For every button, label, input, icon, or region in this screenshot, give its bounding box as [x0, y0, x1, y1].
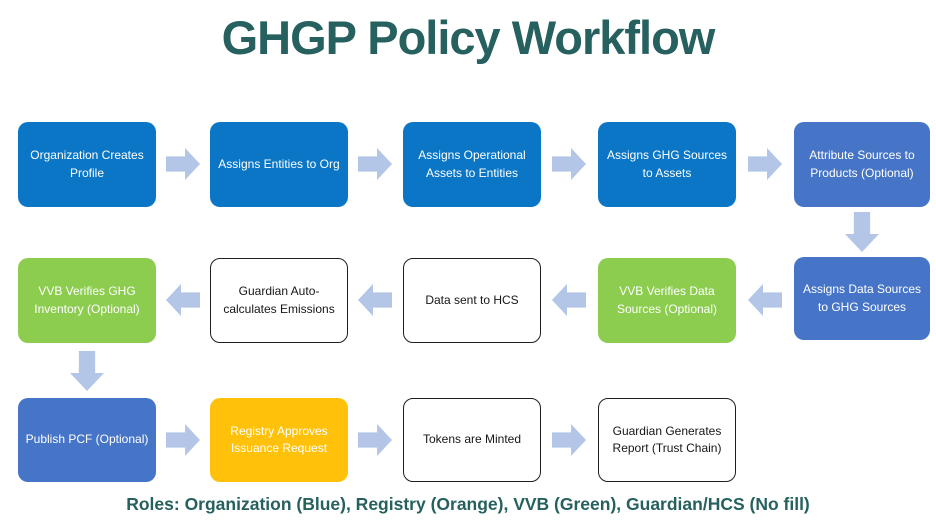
arrow-right-icon — [552, 148, 586, 180]
step-assigns-data-sources: Assigns Data Sources to GHG Sources — [794, 257, 930, 340]
step-organization-creates-profile: Organization Creates Profile — [18, 122, 156, 207]
arrow-down-icon — [845, 212, 879, 252]
step-vvb-verifies-ghg-inventory: VVB Verifies GHG Inventory (Optional) — [18, 258, 156, 343]
arrow-right-icon — [748, 148, 782, 180]
arrow-down-icon — [70, 351, 104, 391]
step-guardian-auto-calculates: Guardian Auto-calculates Emissions — [210, 258, 348, 343]
arrow-left-icon — [552, 284, 586, 316]
step-publish-pcf: Publish PCF (Optional) — [18, 398, 156, 482]
step-guardian-generates-report: Guardian Generates Report (Trust Chain) — [598, 398, 736, 482]
arrow-right-icon — [166, 424, 200, 456]
roles-legend: Roles: Organization (Blue), Registry (Or… — [126, 494, 810, 514]
step-assigns-entities-to-org: Assigns Entities to Org — [210, 122, 348, 207]
step-assigns-ghg-sources: Assigns GHG Sources to Assets — [598, 122, 736, 207]
arrow-left-icon — [358, 284, 392, 316]
page-title: GHGP Policy Workflow — [221, 11, 716, 64]
step-attribute-sources-to-products: Attribute Sources to Products (Optional) — [794, 122, 930, 207]
arrow-right-icon — [358, 424, 392, 456]
step-vvb-verifies-data-sources: VVB Verifies Data Sources (Optional) — [598, 258, 736, 343]
arrow-right-icon — [166, 148, 200, 180]
arrow-left-icon — [748, 284, 782, 316]
step-registry-approves-issuance: Registry Approves Issuance Request — [210, 398, 348, 482]
step-assigns-operational-assets: Assigns Operational Assets to Entities — [403, 122, 541, 207]
arrow-left-icon — [166, 284, 200, 316]
arrow-right-icon — [358, 148, 392, 180]
step-tokens-are-minted: Tokens are Minted — [403, 398, 541, 482]
arrow-right-icon — [552, 424, 586, 456]
step-data-sent-to-hcs: Data sent to HCS — [403, 258, 541, 343]
